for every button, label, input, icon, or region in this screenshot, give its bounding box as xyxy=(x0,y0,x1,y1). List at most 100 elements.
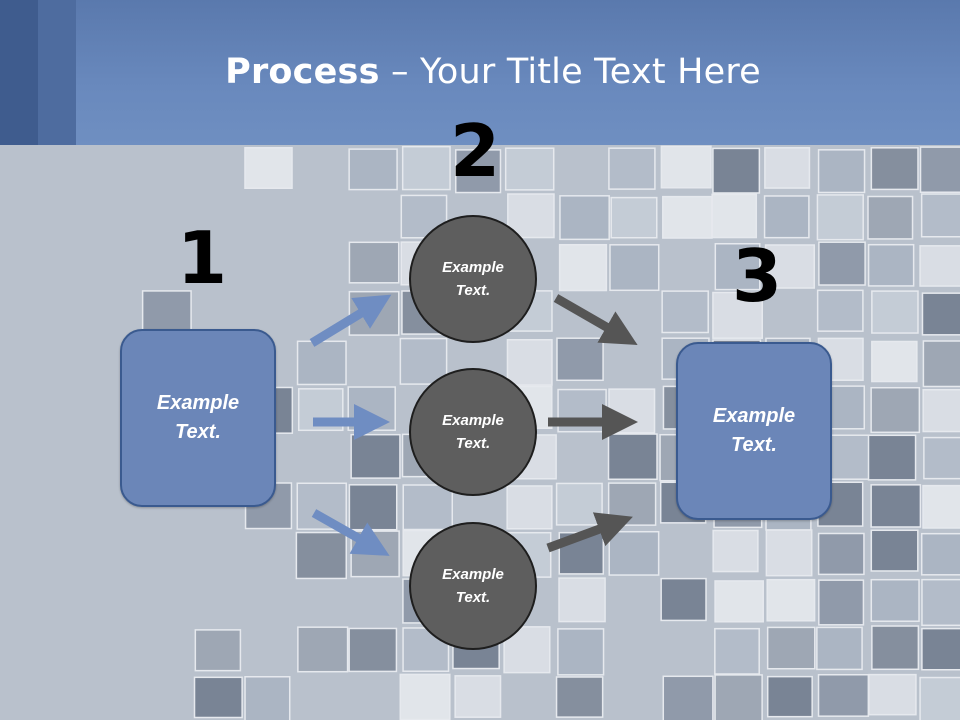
collage-photo-tile xyxy=(870,484,922,528)
process-circle-middle[interactable]: Example Text. xyxy=(409,368,537,496)
collage-photo-tile xyxy=(867,434,917,481)
collage-photo-tile xyxy=(558,577,606,623)
collage-photo-tile xyxy=(816,289,864,332)
collage-photo-tile xyxy=(714,243,761,291)
title-bold: Process xyxy=(225,52,380,92)
title-rest: – Your Title Text Here xyxy=(379,52,761,92)
collage-photo-tile xyxy=(920,532,960,576)
process-box-left-label: Example Text. xyxy=(156,392,240,443)
collage-photo-tile xyxy=(870,529,919,572)
collage-photo-tile xyxy=(818,579,865,626)
collage-photo-tile xyxy=(194,629,242,672)
collage-photo-tile xyxy=(296,340,347,386)
collage-photo-tile xyxy=(922,388,960,433)
collage-photo-tile xyxy=(608,530,660,576)
collage-photo-tile xyxy=(714,627,760,675)
step-number-1: 1 xyxy=(177,216,228,300)
collage-photo-tile xyxy=(870,386,921,434)
title-accent-stripe-2 xyxy=(38,0,76,145)
title-bar: Process – Your Title Text Here xyxy=(0,0,960,145)
collage-photo-tile xyxy=(402,484,454,531)
collage-photo-tile xyxy=(244,147,293,189)
collage-photo-tile xyxy=(296,482,347,530)
collage-photo-tile xyxy=(816,194,864,241)
collage-photo-tile xyxy=(662,675,714,720)
collage-photo-tile xyxy=(454,675,502,718)
collage-photo-tile xyxy=(817,532,865,576)
collage-photo-tile xyxy=(922,340,960,388)
collage-photo-tile xyxy=(919,245,960,287)
collage-photo-tile xyxy=(817,674,870,717)
collage-photo-tile xyxy=(609,244,660,292)
collage-photo-tile xyxy=(766,626,816,670)
collage-photo-tile xyxy=(870,147,919,191)
collage-photo-tile xyxy=(714,674,763,720)
collage-photo-tile xyxy=(348,627,398,673)
collage-photo-tile xyxy=(610,196,658,239)
collage-photo-tile xyxy=(921,292,960,336)
collage-photo-tile xyxy=(922,484,960,529)
collage-photo-tile xyxy=(661,290,709,334)
collage-photo-tile xyxy=(506,339,553,386)
collage-photo-tile xyxy=(348,484,398,531)
collage-photo-tile xyxy=(506,485,553,530)
collage-photo-tile xyxy=(297,388,344,432)
process-circle-top-label: Example Text. xyxy=(442,258,504,299)
collage-photo-tile xyxy=(558,243,608,292)
collage-photo-tile xyxy=(662,195,713,239)
collage-photo-tile xyxy=(711,193,758,239)
process-circle-middle-label: Example Text. xyxy=(442,411,504,452)
collage-photo-tile xyxy=(818,241,866,286)
collage-photo-tile xyxy=(555,676,604,718)
collage-photo-tile xyxy=(763,195,810,239)
process-box-right-label: Example Text. xyxy=(712,405,796,456)
collage-photo-tile xyxy=(923,436,960,480)
collage-photo-tile xyxy=(350,433,401,479)
collage-photo-tile xyxy=(555,482,603,526)
collage-photo-tile xyxy=(921,627,960,671)
collage-photo-tile xyxy=(559,195,610,241)
collage-photo-tile xyxy=(765,529,813,577)
collage-photo-tile xyxy=(871,340,918,383)
collage-photo-tile xyxy=(867,195,914,240)
collage-photo-tile xyxy=(919,146,960,193)
collage-photo-tile xyxy=(816,626,863,671)
collage-photo-tile xyxy=(712,147,761,194)
collage-photo-tile xyxy=(766,675,813,718)
collage-photo-tile xyxy=(348,290,400,336)
collage-photo-tile xyxy=(764,147,811,189)
collage-photo-tile xyxy=(193,676,243,719)
collage-photo-tile xyxy=(817,149,866,194)
process-circle-top[interactable]: Example Text. xyxy=(409,215,537,343)
collage-photo-tile xyxy=(141,290,192,334)
process-box-right[interactable]: Example Text. xyxy=(676,342,832,520)
collage-photo-tile xyxy=(557,388,607,433)
collage-photo-tile xyxy=(558,531,605,575)
step-number-2: 2 xyxy=(450,109,501,193)
collage-photo-tile xyxy=(921,578,960,627)
collage-photo-tile xyxy=(871,290,919,334)
collage-photo-tile xyxy=(607,482,657,526)
collage-photo-tile xyxy=(764,244,816,289)
collage-photo-tile xyxy=(347,386,396,431)
collage-photo-tile xyxy=(660,577,707,622)
process-box-left[interactable]: Example Text. xyxy=(120,329,276,507)
collage-photo-tile xyxy=(348,241,400,284)
collage-photo-tile xyxy=(504,147,555,191)
process-circle-bottom-label: Example Text. xyxy=(442,565,504,606)
collage-photo-tile xyxy=(455,149,502,194)
collage-photo-tile xyxy=(871,625,920,671)
collage-photo-tile xyxy=(867,243,915,287)
step-number-3: 3 xyxy=(732,234,783,318)
collage-photo-tile xyxy=(297,626,349,673)
collage-photo-tile xyxy=(607,433,658,481)
collage-photo-tile xyxy=(399,673,451,720)
collage-photo-tile xyxy=(712,291,763,339)
collage-photo-tile xyxy=(348,148,398,191)
collage-photo-tile xyxy=(868,673,917,716)
collage-photo-tile xyxy=(870,578,920,622)
collage-photo-tile xyxy=(244,676,291,720)
collage-photo-tile xyxy=(920,193,960,238)
process-circle-bottom[interactable]: Example Text. xyxy=(409,522,537,650)
